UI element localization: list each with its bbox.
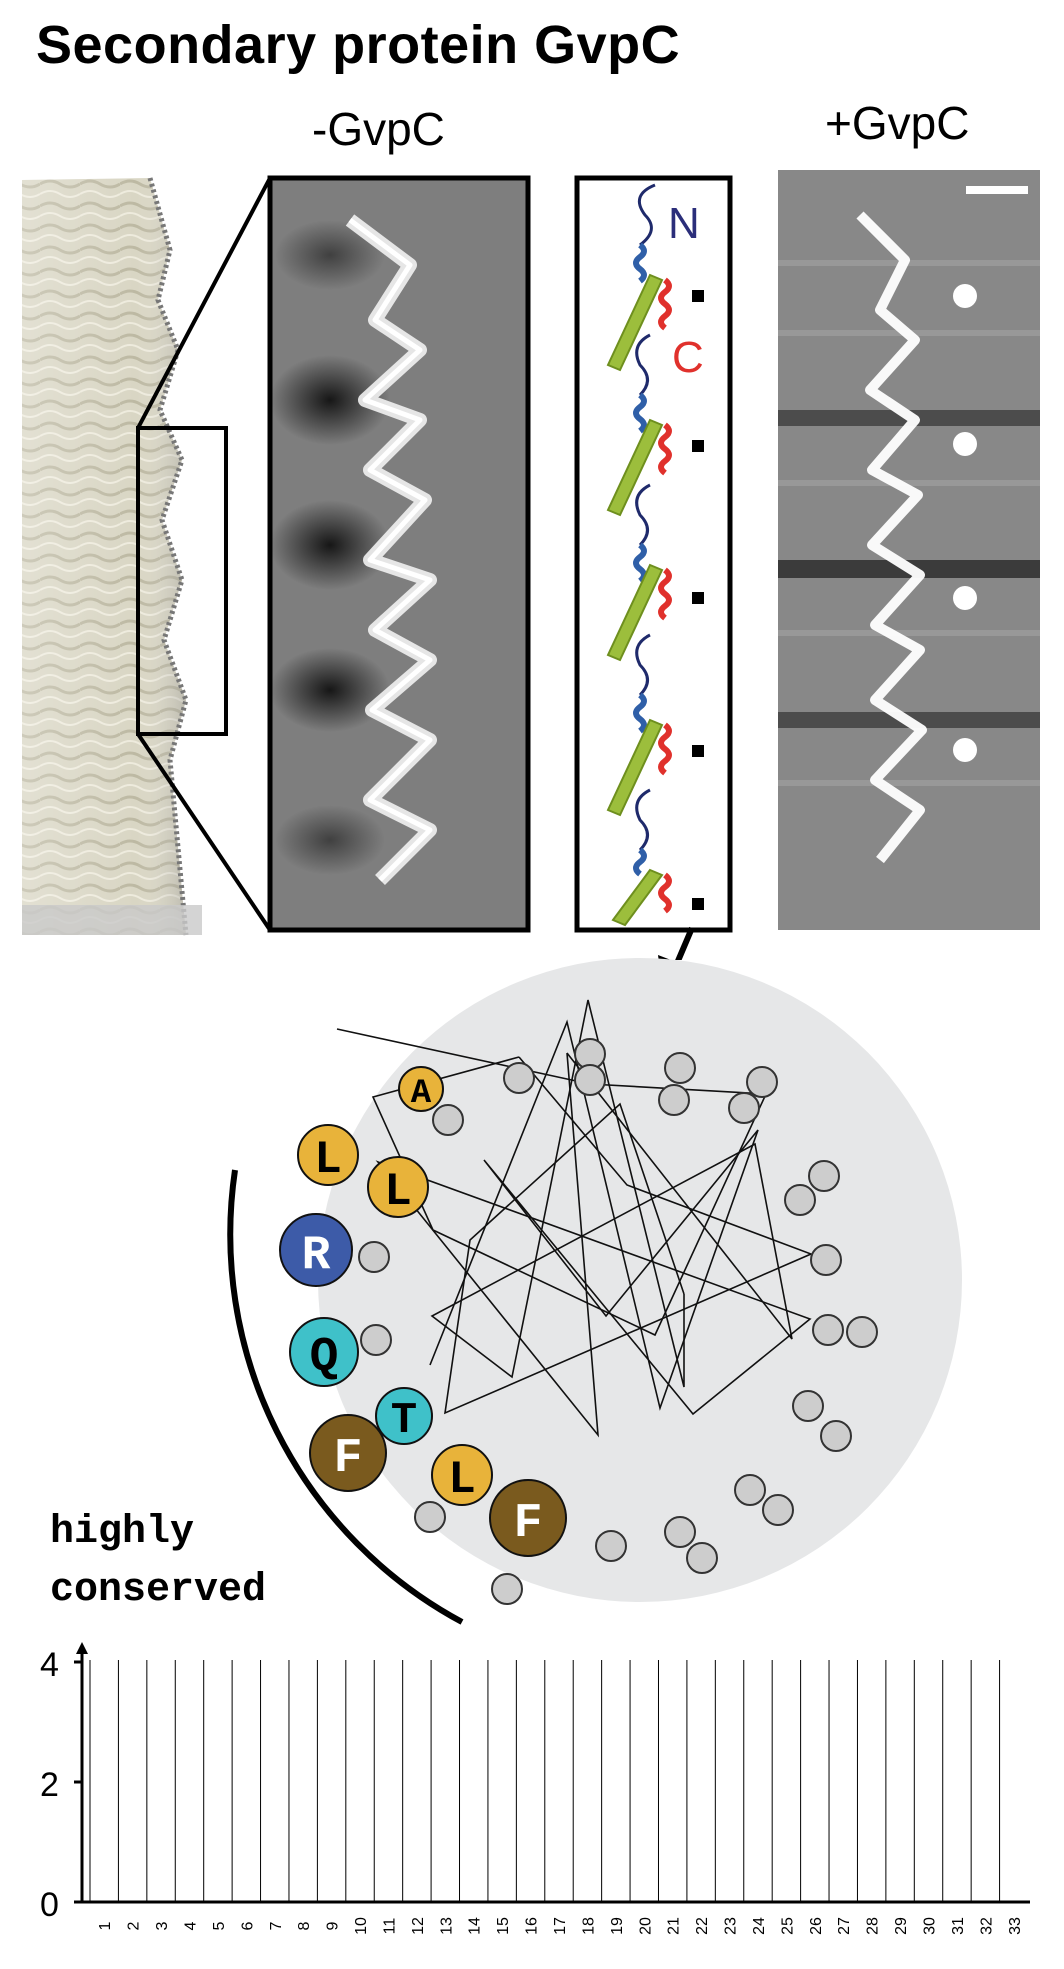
logo-position-label: 31 [950, 1917, 967, 1935]
logo-position-label: 11 [381, 1918, 398, 1935]
residue-a [398, 1066, 444, 1112]
residue-l2-label: L [384, 1166, 412, 1218]
schematic-unit-2 [606, 333, 704, 517]
logo-position-label: 27 [836, 1917, 853, 1935]
logo-position-label: 15 [495, 1917, 512, 1935]
residue-f1-label: F [334, 1432, 363, 1486]
logo-position-label: 20 [637, 1917, 654, 1935]
logo-ymid: 2 [40, 1766, 59, 1804]
top-figure-panels: N C [22, 170, 1040, 960]
logo-position-label: 10 [353, 1917, 370, 1935]
logo-position-label: 22 [694, 1917, 711, 1935]
logo-position-label: 16 [524, 1917, 541, 1935]
logo-position-label: 26 [808, 1917, 825, 1935]
residue-l1 [297, 1124, 359, 1186]
logo-position-label: 13 [438, 1917, 455, 1935]
helical-wheel: A L L R Q T F L F [227, 958, 962, 1625]
residue-l3 [431, 1444, 493, 1506]
logo-position-label: 29 [893, 1917, 910, 1935]
residue-t [375, 1387, 433, 1445]
logo-position-label: 18 [580, 1917, 597, 1935]
conserved-label-line2: conserved [50, 1568, 267, 1613]
logo-position-label: 21 [666, 1917, 683, 1935]
residue-r-label: R [302, 1229, 331, 1283]
residue-f1 [309, 1414, 387, 1492]
logo-position-label: 32 [978, 1917, 995, 1935]
logo-position-label: 19 [609, 1917, 626, 1935]
residue-t-label: T [391, 1396, 417, 1446]
logo-position-label: 30 [922, 1917, 939, 1935]
residue-l3-label: L [448, 1454, 476, 1506]
logo-stacks [89, 1660, 1001, 1902]
zoom-box [136, 426, 228, 736]
figure-title: Secondary protein GvpC [36, 15, 681, 75]
schematic-unit-3 [606, 483, 704, 662]
zoom-line-bottom [136, 732, 272, 932]
logo-position-label: 28 [865, 1917, 882, 1935]
wheel-unlabeled-residues [358, 1038, 878, 1605]
residue-q-label: Q [310, 1331, 339, 1385]
logo-position-label: 7 [268, 1921, 285, 1930]
residue-a-label: A [411, 1075, 432, 1113]
logo-position-label: 12 [410, 1917, 427, 1935]
schematic-panel: N C [574, 175, 733, 933]
residue-f2-label: F [514, 1497, 543, 1551]
logo-axis-arrow [76, 1642, 88, 1654]
wheel-background [318, 958, 962, 1602]
scale-bar [966, 186, 1028, 194]
logo-position-label: 6 [239, 1921, 256, 1930]
conserved-arc [227, 1169, 464, 1625]
logo-position-label: 1 [97, 1921, 114, 1930]
residue-q [289, 1317, 359, 1387]
logo-position-label: 23 [723, 1917, 740, 1935]
wheel-labeled-residues: A L L R Q T F L F [279, 1066, 567, 1557]
logo-position-label: 9 [325, 1921, 342, 1930]
residue-f2 [489, 1479, 567, 1557]
c-terminus-label: C [672, 333, 704, 382]
conserved-label-line1: highly [50, 1510, 195, 1555]
logo-position-label: 17 [552, 1917, 569, 1935]
logo-position-label: 14 [467, 1917, 484, 1935]
residue-l1-label: L [314, 1134, 342, 1186]
minus-gvpc-label: -GvpC [312, 103, 445, 155]
schematic-unit-1 [606, 183, 704, 372]
logo-position-label: 24 [751, 1917, 768, 1935]
schematic-unit-5 [611, 788, 704, 927]
plus-gvpc-label: +GvpC [825, 97, 970, 149]
logo-ymax: 4 [40, 1646, 59, 1684]
schematic-unit-4 [606, 633, 704, 817]
zoom-line-top [136, 177, 272, 429]
logo-position-label: 4 [182, 1921, 199, 1930]
logo-position-label: 2 [126, 1921, 143, 1930]
logo-position-label: 5 [211, 1921, 228, 1930]
logo-position-label: 3 [154, 1921, 171, 1930]
logo-position-label: 8 [296, 1921, 313, 1930]
logo-ymin: 0 [40, 1886, 59, 1924]
residue-l2 [367, 1156, 429, 1218]
residue-r [279, 1213, 353, 1287]
logo-position-label: 25 [779, 1917, 796, 1935]
minus-gvpc-image [267, 175, 531, 933]
arrow-shaft [675, 926, 695, 960]
logo-position-label: 33 [1007, 1917, 1024, 1935]
wheel-connections [336, 999, 814, 1438]
gas-vesicle-render [22, 177, 202, 936]
plus-gvpc-image [778, 170, 1040, 930]
n-terminus-label: N [668, 199, 700, 248]
